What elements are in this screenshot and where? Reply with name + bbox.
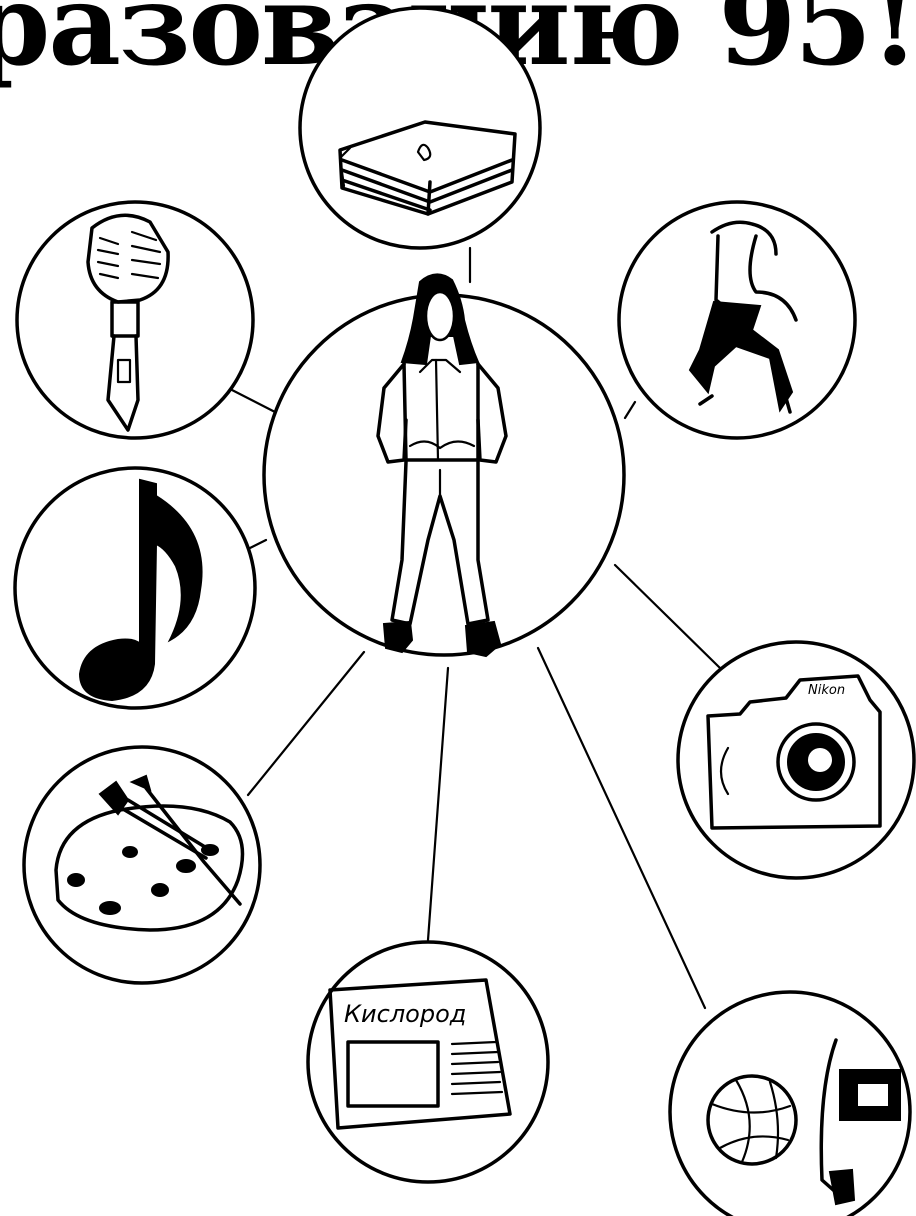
microphone-node xyxy=(17,202,253,438)
newspaper-masthead: Кислород xyxy=(344,1000,466,1028)
camera-node: Nikon xyxy=(678,642,914,878)
connector-dancer xyxy=(625,402,635,418)
dancer-node xyxy=(619,202,855,438)
connector-sports xyxy=(538,648,705,1008)
music-node xyxy=(15,468,255,708)
connector-camera xyxy=(615,565,720,668)
connector-newspaper xyxy=(428,668,448,940)
connector-music xyxy=(250,540,266,548)
book-node xyxy=(300,8,540,248)
connector-palette xyxy=(248,652,364,795)
palette-node xyxy=(24,747,260,983)
hub-node xyxy=(264,274,624,656)
newspaper-node: Кислород xyxy=(308,942,548,1182)
sports-node xyxy=(670,992,910,1216)
connector-microphone xyxy=(232,390,275,412)
camera-brand: Nikon xyxy=(808,683,845,698)
